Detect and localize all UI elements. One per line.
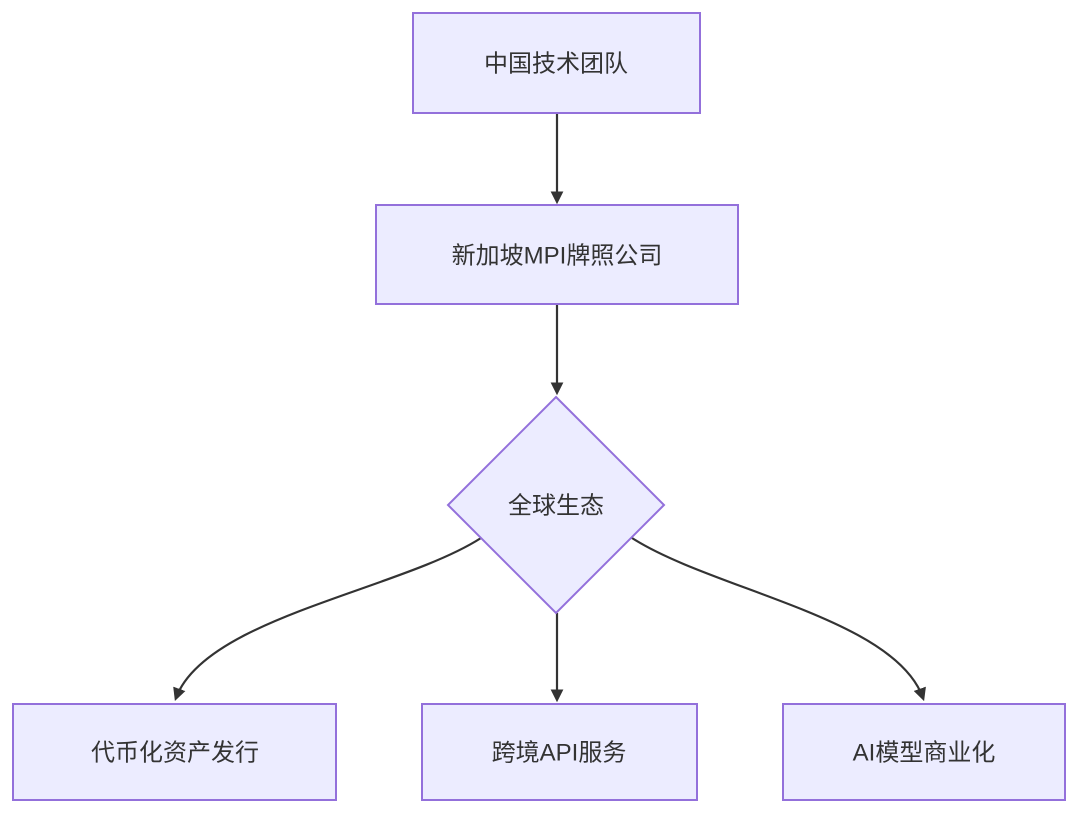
node-chinese-tech-team-label: 中国技术团队	[484, 51, 628, 78]
node-global-ecosystem-shape	[446, 395, 666, 615]
edge-layer	[173, 113, 926, 703]
node-chinese-tech-team-shape	[412, 12, 701, 114]
node-global-ecosystem-label: 全球生态	[508, 493, 604, 520]
node-cross-border-api-service-label: 跨境API服务	[492, 740, 627, 767]
node-tokenized-asset-issuance-label: 代币化资产发行	[91, 740, 259, 767]
node-tokenized-asset-issuance: 代币化资产发行	[12, 703, 337, 801]
node-ai-model-commercialization-label: AI模型商业化	[853, 740, 996, 767]
node-singapore-mpi-company: 新加坡MPI牌照公司	[375, 204, 739, 305]
node-cross-border-api-service: 跨境API服务	[421, 703, 698, 801]
node-ai-model-commercialization-shape	[782, 703, 1066, 801]
edge-ecosystem-to-ai	[631, 537, 926, 702]
node-singapore-mpi-company-label: 新加坡MPI牌照公司	[452, 243, 663, 270]
node-cross-border-api-service-shape	[421, 703, 698, 801]
node-ai-model-commercialization: AI模型商业化	[782, 703, 1066, 801]
node-singapore-mpi-company-shape	[375, 204, 739, 305]
node-global-ecosystem: 全球生态	[446, 395, 666, 615]
node-tokenized-asset-issuance-shape	[12, 703, 337, 801]
edge-ecosystem-to-tokenized	[173, 537, 482, 702]
node-chinese-tech-team: 中国技术团队	[412, 12, 701, 114]
node-layer: 中国技术团队 新加坡MPI牌照公司 全球生态 代币化资产发行 跨境API服务 A	[12, 12, 1066, 801]
